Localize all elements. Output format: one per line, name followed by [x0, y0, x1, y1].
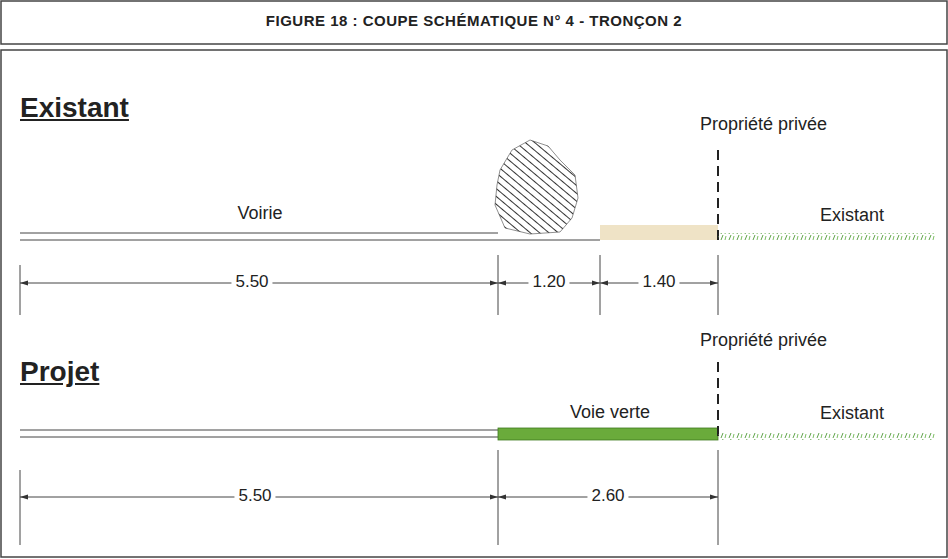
section-heading: Existant [20, 92, 129, 124]
dimension-label: 5.50 [234, 486, 275, 506]
project-section [20, 362, 935, 545]
part-label: Propriété privée [700, 330, 827, 351]
grass [718, 433, 935, 440]
header-frame [1, 1, 947, 44]
green-way [498, 428, 718, 440]
part-label: Propriété privée [700, 114, 827, 135]
dimension-label: 1.40 [638, 272, 679, 292]
dimension-label: 2.60 [587, 486, 628, 506]
part-label: Existant [820, 205, 884, 226]
part-label: Voie verte [570, 402, 650, 423]
path-strip [600, 225, 718, 240]
section-heading: Projet [20, 356, 99, 388]
part-label: Voirie [237, 203, 282, 224]
existing-section [20, 140, 935, 315]
figure-title: FIGURE 18 : COUPE SCHÉMATIQUE N° 4 - TRO… [266, 12, 682, 29]
body-frame [1, 50, 947, 557]
part-label: Existant [820, 403, 884, 424]
dimension-label: 5.50 [231, 272, 272, 292]
tree-hedge [495, 140, 578, 234]
property-line [717, 362, 719, 440]
property-line [717, 150, 719, 240]
dimension-label: 1.20 [528, 272, 569, 292]
grass [718, 233, 935, 240]
